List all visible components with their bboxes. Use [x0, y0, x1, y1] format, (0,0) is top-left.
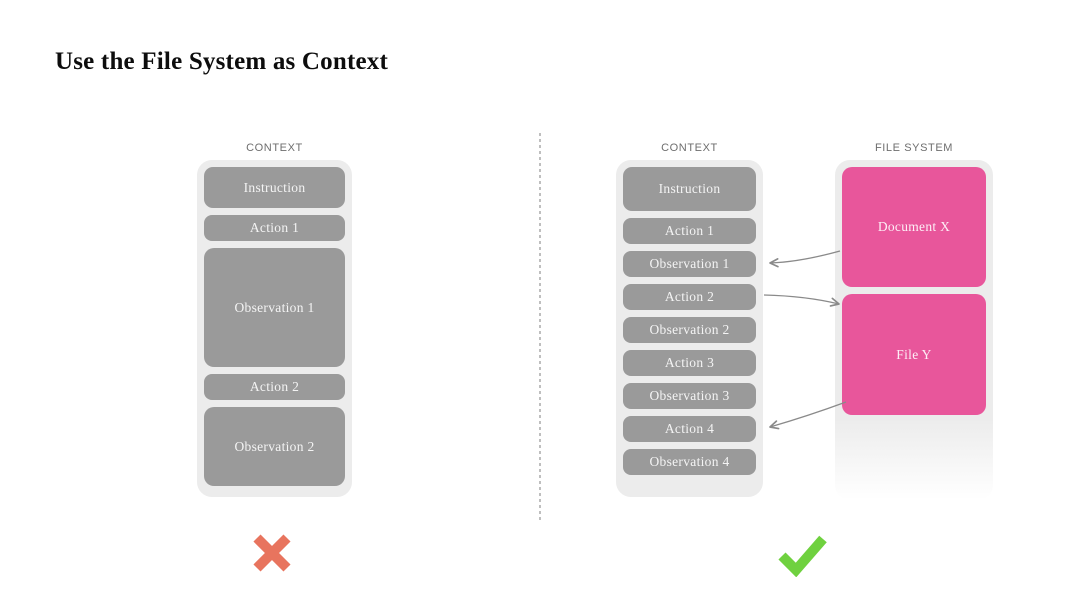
- right-box-instruction: Instruction: [623, 167, 756, 211]
- left-context-container: Instruction Action 1 Observation 1 Actio…: [197, 160, 352, 497]
- box-label: Action 2: [249, 379, 300, 394]
- file-box-document-x: Document X: [842, 167, 986, 287]
- file-system-container: Document X File Y: [835, 160, 993, 500]
- box-label: Action 1: [249, 220, 300, 235]
- file-box-file-y: File Y: [842, 294, 986, 415]
- right-box-action-3: Action 3: [623, 350, 756, 376]
- box-label: Action 3: [664, 355, 715, 370]
- box-label: Instruction: [243, 179, 306, 195]
- vertical-dashed-divider: [539, 133, 541, 520]
- right-context-label: CONTEXT: [661, 142, 718, 154]
- left-box-action-2: Action 2: [204, 374, 345, 400]
- cross-mark-icon: [253, 534, 291, 572]
- box-label: Observation 2: [234, 438, 315, 454]
- file-system-label: FILE SYSTEM: [874, 142, 954, 154]
- box-label: File Y: [896, 346, 932, 362]
- left-box-action-1: Action 1: [204, 215, 345, 241]
- box-label: Observation 3: [649, 388, 730, 403]
- left-context-label: CONTEXT: [246, 142, 303, 154]
- right-box-observation-1: Observation 1: [623, 251, 756, 277]
- right-box-observation-3: Observation 3: [623, 383, 756, 409]
- box-label: Action 1: [664, 223, 715, 238]
- left-box-observation-2: Observation 2: [204, 407, 345, 486]
- right-box-observation-4: Observation 4: [623, 449, 756, 475]
- box-label: Instruction: [658, 181, 721, 196]
- box-label: Document X: [877, 219, 951, 234]
- slide-title: Use the File System as Context: [55, 48, 389, 75]
- right-box-observation-2: Observation 2: [623, 317, 756, 343]
- right-box-action-2: Action 2: [623, 284, 756, 310]
- box-label: Observation 4: [649, 454, 730, 469]
- left-box-instruction: Instruction: [204, 167, 345, 208]
- arrow-action-2-to-file-y: [763, 294, 840, 307]
- right-box-action-4: Action 4: [623, 416, 756, 442]
- right-context-container: Instruction Action 1 Observation 1 Actio…: [616, 160, 763, 497]
- box-label: Observation 2: [649, 322, 730, 337]
- right-box-action-1: Action 1: [623, 218, 756, 244]
- box-label: Observation 1: [234, 299, 315, 315]
- arrow-document-x-to-observation-1: [769, 250, 841, 268]
- box-label: Action 4: [664, 421, 715, 436]
- check-mark-icon: [778, 535, 827, 577]
- box-label: Observation 1: [649, 256, 730, 271]
- left-box-observation-1: Observation 1: [204, 248, 345, 367]
- box-label: Action 2: [664, 289, 715, 304]
